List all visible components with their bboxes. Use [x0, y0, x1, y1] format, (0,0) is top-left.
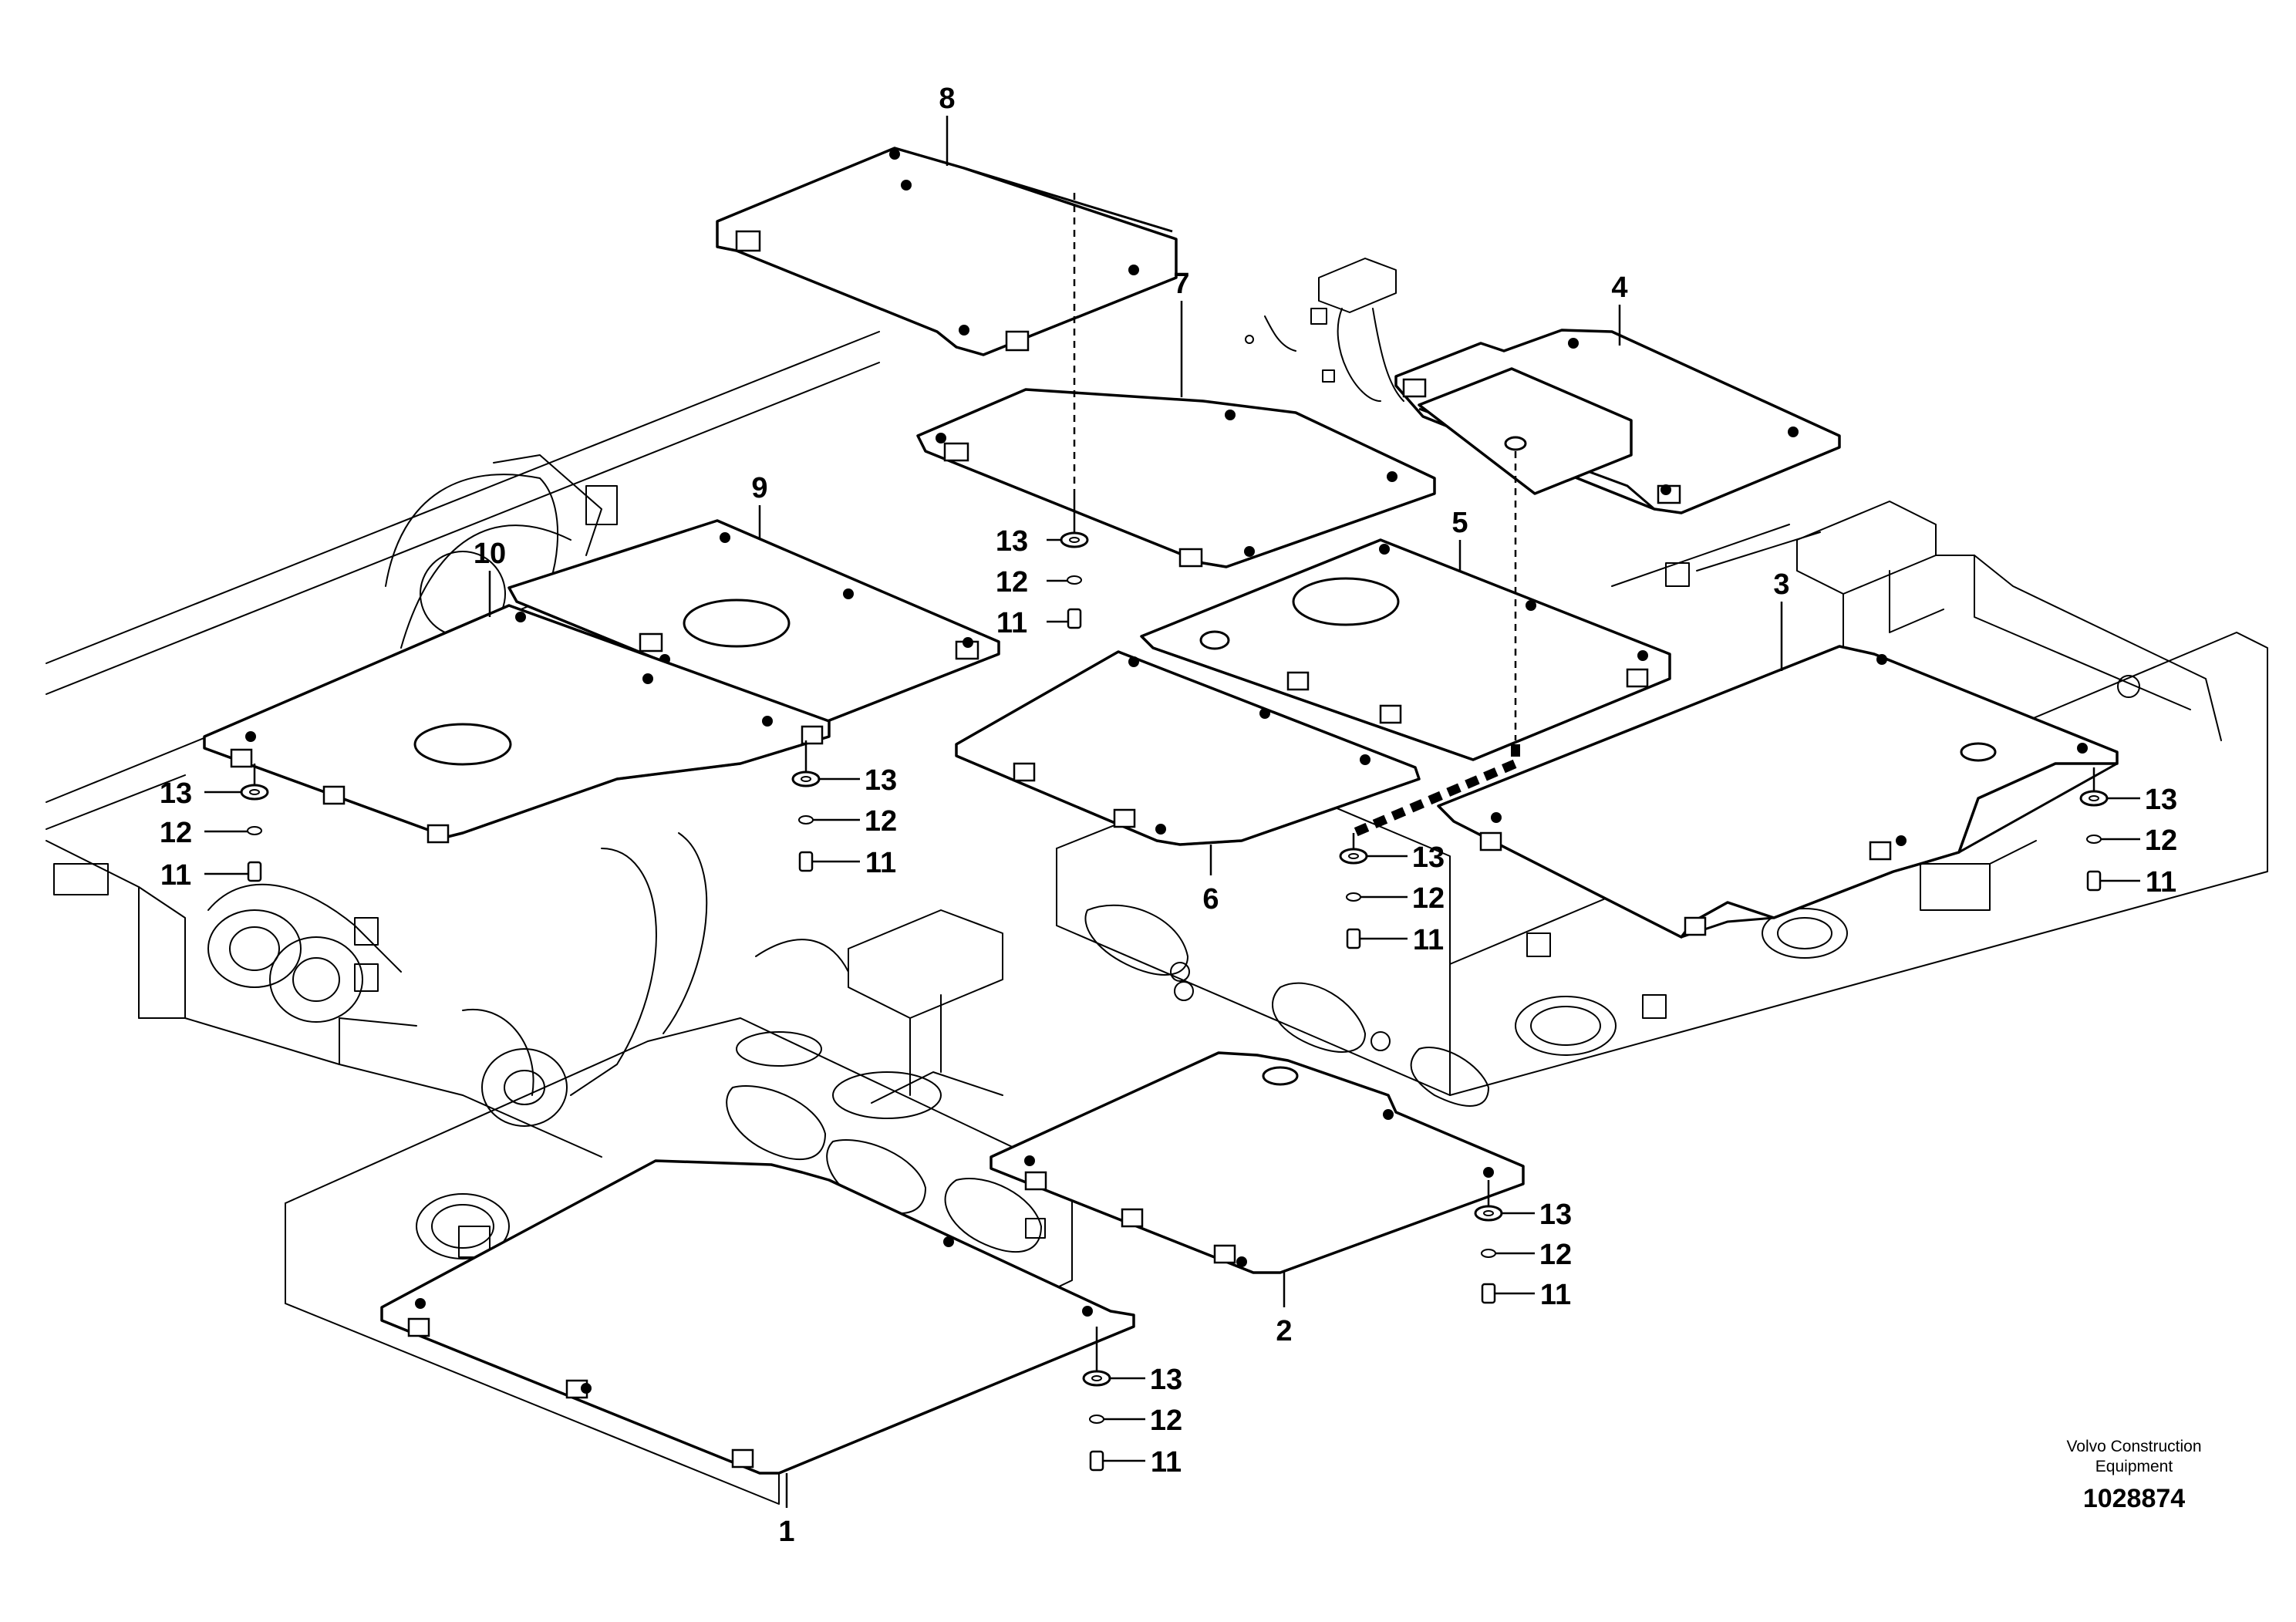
callout-11: 11	[1151, 1446, 1182, 1479]
callout-13: 13	[865, 764, 897, 797]
callout-3: 3	[1773, 568, 1789, 601]
callout-2: 2	[1276, 1315, 1292, 1347]
callout-12: 12	[996, 566, 1028, 599]
callout-11: 11	[160, 859, 191, 892]
callout-13: 13	[2145, 784, 2177, 816]
drawing-number: 1028874	[2082, 1484, 2186, 1513]
callout-11: 11	[996, 607, 1027, 639]
cover-plate-5	[1140, 538, 1671, 761]
cover-plate-6	[955, 650, 1421, 846]
callout-11: 11	[865, 847, 896, 879]
cover-plate-4	[1394, 329, 1841, 514]
cover-plate-9	[507, 519, 1000, 727]
callout-12: 12	[1539, 1239, 1572, 1271]
cover-plate-1	[380, 1159, 1135, 1475]
hardware-stack-plate-1	[1082, 1327, 1111, 1472]
callout-12: 12	[1150, 1404, 1182, 1437]
callout-7: 7	[1173, 268, 1189, 300]
hardware-stack-plate-7	[1060, 494, 1089, 629]
callout-13: 13	[1539, 1199, 1572, 1231]
callout-11: 11	[1540, 1279, 1571, 1311]
callout-13: 13	[1412, 841, 1445, 874]
callout-5: 5	[1451, 507, 1468, 539]
callout-8: 8	[939, 83, 955, 115]
cover-plate-2	[990, 1051, 1525, 1274]
brand-name: Volvo Construction Equipment	[2018, 1437, 2250, 1477]
callout-12: 12	[160, 817, 192, 849]
hardware-stack-plate-9	[791, 740, 821, 872]
brand-name-line-1: Volvo Construction	[2066, 1438, 2202, 1455]
cover-plate-3	[1437, 645, 2119, 939]
hardware-stack-plate-2	[1474, 1180, 1503, 1304]
hardware-stack-plate-6	[1339, 848, 1368, 949]
cover-plate-7	[916, 388, 1436, 568]
callout-1: 1	[778, 1516, 794, 1548]
callout-12: 12	[2145, 824, 2177, 857]
callout-11: 11	[2146, 866, 2176, 899]
callout-4: 4	[1611, 271, 1627, 304]
callout-13: 13	[1150, 1364, 1182, 1396]
cover-plate-10	[203, 604, 831, 844]
callout-labels: 8 7 4 9 10 5 3 6 2 1 13 12 11 13 12 11 1…	[160, 83, 2177, 1548]
hardware-stack-plate-3	[2079, 767, 2109, 892]
callout-13: 13	[996, 525, 1028, 558]
callout-12: 12	[1412, 882, 1445, 915]
hardware-stack-left	[240, 764, 269, 882]
brand-name-line-2: Equipment	[2095, 1458, 2173, 1475]
callout-12: 12	[865, 805, 897, 838]
cover-plate-8	[716, 147, 1178, 356]
callout-9: 9	[751, 472, 767, 504]
callout-6: 6	[1202, 883, 1219, 916]
callout-11: 11	[1413, 924, 1444, 956]
callout-13: 13	[160, 777, 192, 810]
callout-10: 10	[474, 538, 506, 570]
callout-leaders	[204, 116, 2140, 1508]
